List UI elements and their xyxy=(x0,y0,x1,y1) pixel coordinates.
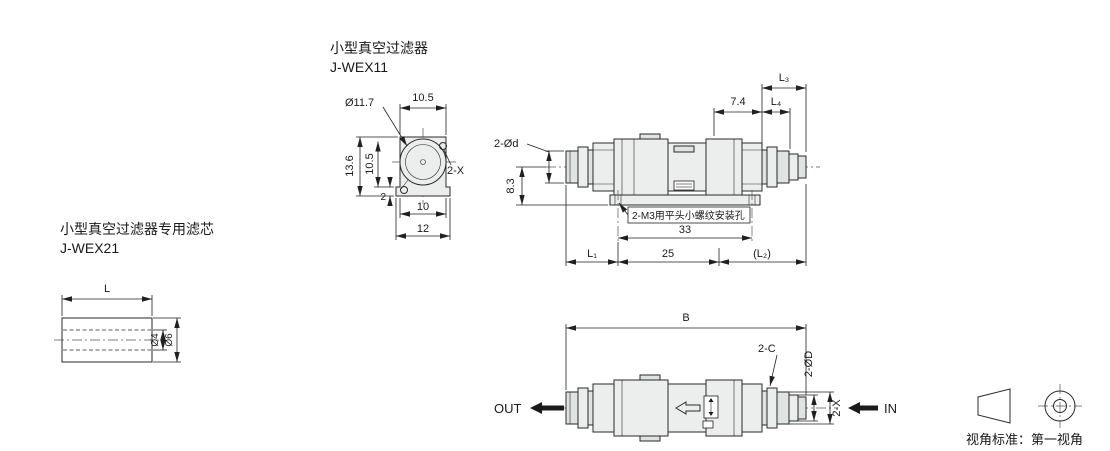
dim-label-l2: (L₂) xyxy=(753,248,771,260)
dim-label-flange: 2 xyxy=(380,192,386,203)
dim-bottom-inner: 10 xyxy=(399,198,447,218)
cartridge-title: 小型真空过滤器专用滤芯 xyxy=(60,221,214,237)
callout-text: 2-M3用平头小螺纹安装孔 xyxy=(632,209,745,222)
dim-height-upper: 10.5 xyxy=(364,141,394,188)
dim-label-bottom-inner: 10 xyxy=(417,201,429,213)
filter-body-side xyxy=(565,133,807,242)
dim-label-height-upper: 10.5 xyxy=(364,153,376,174)
end-view-mount-hole-bl xyxy=(400,186,408,194)
dim-l2: (L₂) xyxy=(719,184,807,266)
in-port: IN xyxy=(848,401,897,416)
dim-label-bottom-outer: 12 xyxy=(417,223,429,235)
dim-end-holes: 2-X xyxy=(443,149,465,177)
dim-label-33: 33 xyxy=(679,224,691,236)
dim-l3: L₃ xyxy=(761,72,807,152)
in-flow-arrow-icon xyxy=(848,402,878,414)
cartridge-view: L Ø4 Ø6 xyxy=(54,283,181,363)
dim-label-x: 2-X xyxy=(831,399,843,417)
dim-cart-l: L xyxy=(61,283,153,316)
dim-label-l3: L₃ xyxy=(779,72,790,84)
dim-label-ports: 2-Ød xyxy=(494,138,518,150)
dim-l1: L₁ xyxy=(565,185,618,266)
dim-cart-d6: Ø6 xyxy=(153,317,181,363)
end-view-mount-hole-tr xyxy=(439,142,447,150)
dim-flange: 2 xyxy=(380,177,393,206)
end-view-outer-circle xyxy=(399,138,447,186)
dim-label-end-holes: 2-X xyxy=(447,165,465,177)
dim-label-top-width: 10.5 xyxy=(412,92,433,104)
dim-x: 2-X xyxy=(789,391,843,425)
titles: 小型真空过滤器 J-WEX11 小型真空过滤器专用滤芯 J-WEX21 xyxy=(60,40,428,256)
out-flow-arrow-icon xyxy=(530,402,564,414)
out-port: OUT xyxy=(494,401,564,416)
side-view: L₃ 7.4 L₄ 2-Ød 8.3 xyxy=(494,72,820,266)
cartridge-code: J-WEX21 xyxy=(60,240,119,256)
dim-label-cart-d4: Ø4 xyxy=(150,333,161,347)
end-view: Ø11.7 10.5 13.6 10.5 2 xyxy=(344,92,465,240)
dim-b: B xyxy=(565,312,807,395)
mounting-plate xyxy=(609,194,761,206)
dim-label-8-3: 8.3 xyxy=(505,178,517,193)
dim-height-total: 13.6 xyxy=(344,136,398,197)
dim-label-l4: L₄ xyxy=(771,96,782,108)
dim-bottom-outer: 12 xyxy=(395,198,451,240)
dim-7-4: 7.4 xyxy=(713,96,762,136)
out-label: OUT xyxy=(494,401,522,416)
callout-box xyxy=(627,206,751,224)
cartridge-body xyxy=(61,317,153,363)
dim-dia-11-7: Ø11.7 xyxy=(345,97,408,147)
dim-label-d: 2-ØD xyxy=(803,351,815,377)
dim-label-b: B xyxy=(682,312,689,324)
end-view-detail-line xyxy=(400,179,409,190)
dim-8-3: 8.3 xyxy=(505,166,608,206)
end-view-body xyxy=(395,136,451,197)
first-angle-circle-inner-icon xyxy=(1053,399,1067,413)
dim-ports: 2-Ød xyxy=(494,138,564,184)
dim-cart-d4: Ø4 xyxy=(150,329,167,351)
dim-33: 33 xyxy=(618,224,752,241)
dim-label-c: 2-C xyxy=(758,343,776,355)
flow-direction-arrow-icon xyxy=(675,401,701,415)
projection-symbol: 视角标准：第一视角 xyxy=(966,384,1083,447)
dim-label-height-total: 13.6 xyxy=(344,155,356,176)
callout-m3: 2-M3用平头小螺纹安装孔 xyxy=(618,202,751,224)
dim-label-dia: Ø11.7 xyxy=(345,97,374,109)
dim-c: 2-C xyxy=(758,343,778,387)
dim-label-cart-l: L xyxy=(104,283,110,295)
end-view-inner-circle xyxy=(405,144,441,180)
dim-25: 25 xyxy=(617,242,720,266)
dim-label-cart-d6: Ø6 xyxy=(164,333,175,347)
end-view-center-hole xyxy=(420,159,426,165)
filter-title: 小型真空过滤器 xyxy=(330,40,428,56)
first-angle-cone-icon xyxy=(977,388,1011,424)
dim-d: 2-ØD xyxy=(798,351,818,422)
dim-label-7-4: 7.4 xyxy=(730,96,745,108)
first-angle-circle-outer-icon xyxy=(1044,390,1076,422)
dim-top-width: 10.5 xyxy=(399,92,447,135)
flow-view: B 2-C 2-ØD 2-X OUT IN xyxy=(494,312,897,442)
in-label: IN xyxy=(884,401,897,416)
filter-code: J-WEX11 xyxy=(330,59,388,75)
filter-body-flow xyxy=(565,374,807,442)
dim-l4: L₄ xyxy=(762,96,791,149)
dim-label-l1: L₁ xyxy=(587,248,597,260)
dim-label-25: 25 xyxy=(662,248,674,260)
projection-label: 视角标准：第一视角 xyxy=(966,432,1083,447)
